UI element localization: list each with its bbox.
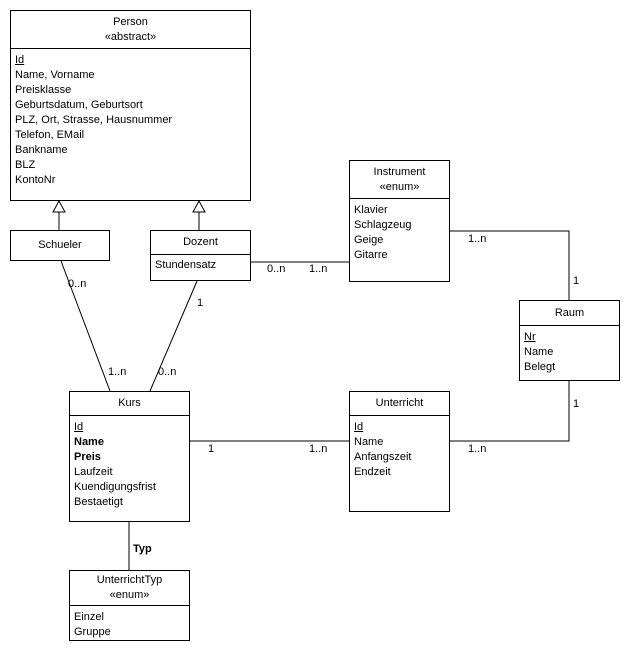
class-person-stereotype: «abstract» <box>104 30 157 43</box>
attribute: Laufzeit <box>74 466 113 478</box>
multiplicity-label: 1..n <box>309 443 328 455</box>
class-instrument[interactable]: Instrument «enum» Klavier Schlagzeug Gei… <box>349 160 450 282</box>
class-schueler-header: Schueler <box>11 231 109 260</box>
class-dozent[interactable]: Dozent Stundensatz <box>150 230 251 281</box>
class-unterrichttyp-attributes: Einzel Gruppe <box>70 606 189 640</box>
class-raum-header: Raum <box>520 301 619 326</box>
multiplicity-label: 0..n <box>68 278 87 290</box>
inheritance-arrow-dozent <box>192 199 206 213</box>
edge-dozent-kurs[interactable] <box>149 280 198 392</box>
enum-value: Klavier <box>354 204 388 216</box>
class-person-attributes: Id Name, Vorname Preisklasse Geburtsdatu… <box>11 49 250 188</box>
attribute: Preisklasse <box>15 84 72 96</box>
attribute: Stundensatz <box>155 259 217 271</box>
enum-value: Einzel <box>74 611 104 623</box>
attribute: Id <box>354 421 364 433</box>
class-raum-name: Raum <box>554 306 585 319</box>
attribute: Endzeit <box>354 466 391 478</box>
class-unterrichttyp-name: UnterrichtTyp <box>96 574 163 586</box>
class-raum-attributes: Nr Name Belegt <box>520 326 619 375</box>
class-raum[interactable]: Raum Nr Name Belegt <box>519 300 620 381</box>
attribute: Belegt <box>524 361 556 373</box>
edge-schueler-kurs[interactable] <box>60 260 111 392</box>
attribute: Preis <box>74 451 101 463</box>
class-dozent-header: Dozent <box>151 231 250 255</box>
class-dozent-name: Dozent <box>183 236 218 248</box>
class-unterricht[interactable]: Unterricht Id Name Anfangszeit Endzeit <box>349 391 450 512</box>
multiplicity-label: 1 <box>197 297 204 309</box>
multiplicity-label: 1 <box>208 443 215 455</box>
attribute: Anfangszeit <box>354 451 412 463</box>
multiplicity-label: 1..n <box>309 263 328 275</box>
class-instrument-name: Instrument <box>373 165 426 178</box>
attribute: Telefon, EMail <box>15 129 85 141</box>
class-unterricht-name: Unterricht <box>375 397 424 409</box>
multiplicity-label: 1..n <box>468 233 487 245</box>
attribute: KontoNr <box>15 174 56 186</box>
class-schueler-name: Schueler <box>38 239 82 251</box>
class-unterrichttyp-stereotype: «enum» <box>109 589 150 601</box>
multiplicity-label: 0..n <box>158 366 177 378</box>
class-instrument-header: Instrument «enum» <box>350 161 449 199</box>
class-person-name: Person <box>113 15 148 28</box>
class-instrument-stereotype: «enum» <box>379 180 420 193</box>
attribute: BLZ <box>15 159 36 171</box>
multiplicity-label: 0..n <box>267 263 286 275</box>
class-unterricht-header: Unterricht <box>350 392 449 416</box>
association-label-typ: Typ <box>133 543 152 555</box>
attribute: Name <box>354 436 384 448</box>
multiplicity-label: 1 <box>573 398 580 410</box>
class-kurs-attributes: Id Name Preis Laufzeit Kuendigungsfrist … <box>70 416 189 510</box>
attribute: Name <box>524 346 554 358</box>
class-unterrichttyp-header: UnterrichtTyp «enum» <box>70 571 189 606</box>
attribute: Name, Vorname <box>15 69 95 81</box>
attribute: Id <box>15 54 25 66</box>
class-unterricht-attributes: Id Name Anfangszeit Endzeit <box>350 416 449 480</box>
class-person[interactable]: Person «abstract» Id Name, Vorname Preis… <box>10 10 251 201</box>
attribute: Bestaetigt <box>74 496 123 508</box>
edge-raum-unterricht[interactable] <box>450 380 570 442</box>
class-person-header: Person «abstract» <box>11 11 250 49</box>
class-kurs-header: Kurs <box>70 392 189 416</box>
attribute: Nr <box>524 331 536 343</box>
class-kurs[interactable]: Kurs Id Name Preis Laufzeit Kuendigungsf… <box>69 391 190 522</box>
multiplicity-label: 1..n <box>468 443 487 455</box>
enum-value: Schlagzeug <box>354 219 412 231</box>
edge-instrument-raum[interactable] <box>450 230 570 300</box>
attribute: Kuendigungsfrist <box>74 481 156 493</box>
attribute: Id <box>74 421 84 433</box>
class-instrument-attributes: Klavier Schlagzeug Geige Gitarre <box>350 199 449 263</box>
enum-value: Geige <box>354 234 384 246</box>
attribute: PLZ, Ort, Strasse, Hausnummer <box>15 114 173 126</box>
class-unterrichttyp[interactable]: UnterrichtTyp «enum» Einzel Gruppe <box>69 570 190 641</box>
attribute: Geburtsdatum, Geburtsort <box>15 99 143 111</box>
enum-value: Gitarre <box>354 249 388 261</box>
class-schueler[interactable]: Schueler <box>10 230 110 261</box>
class-kurs-name: Kurs <box>118 397 141 409</box>
attribute: Bankname <box>15 144 68 156</box>
multiplicity-label: 1 <box>573 275 580 287</box>
class-dozent-attributes: Stundensatz <box>151 255 250 273</box>
inheritance-arrow-schueler <box>52 199 66 213</box>
multiplicity-label: 1..n <box>108 366 127 378</box>
attribute: Name <box>74 436 104 448</box>
enum-value: Gruppe <box>74 626 111 638</box>
